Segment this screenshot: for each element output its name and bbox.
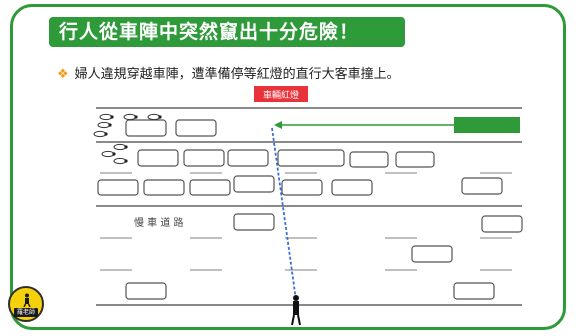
arrow-head-icon	[274, 121, 282, 129]
slide-card: 行人從車陣中突然竄出十分危險！ ❖ 婦人違規穿越車陣，遭準備停等紅燈的直行大客車撞…	[10, 4, 566, 330]
car	[97, 179, 139, 196]
logo-text: 羅老師	[14, 308, 38, 317]
car	[183, 149, 225, 167]
bus-outline	[277, 149, 345, 167]
car	[461, 177, 503, 195]
car	[453, 282, 495, 300]
car	[331, 179, 373, 196]
car	[189, 179, 231, 196]
diamond-bullet-icon: ❖	[57, 67, 69, 82]
pedestrian-icon	[291, 295, 301, 326]
car	[395, 151, 435, 168]
scooters	[93, 113, 162, 165]
pedestrian-path	[271, 127, 297, 301]
bullet-text: 婦人違規穿越車陣，遭準備停等紅燈的直行大客車撞上。	[74, 67, 400, 82]
logo-figure	[23, 293, 31, 307]
car	[481, 215, 523, 233]
scooter-icon	[101, 150, 116, 158]
car	[125, 282, 167, 300]
signal-label: 車輛紅燈	[263, 89, 299, 101]
cars	[97, 119, 523, 300]
scooter-icon	[97, 121, 112, 129]
scooter-icon	[147, 113, 162, 121]
car	[349, 151, 389, 168]
car	[233, 213, 275, 231]
car	[175, 119, 217, 137]
bus	[454, 117, 520, 133]
scooter-icon	[93, 130, 108, 138]
car	[411, 245, 453, 263]
scooter-icon	[123, 113, 138, 121]
car	[233, 175, 275, 193]
lane-lines	[96, 107, 522, 306]
car	[143, 179, 185, 196]
car	[137, 149, 179, 167]
dashed-lane-marks	[100, 172, 512, 271]
scooter-icon	[99, 113, 114, 121]
pedestrian-logo-icon: 羅老師	[8, 286, 44, 322]
scooter-icon	[113, 143, 128, 151]
scooter-icon	[113, 157, 128, 165]
bullet-line: ❖ 婦人違規穿越車陣，遭準備停等紅燈的直行大客車撞上。	[57, 63, 400, 82]
car	[227, 149, 269, 167]
car	[281, 179, 323, 196]
slide-title: 行人從車陣中突然竄出十分危險！	[49, 17, 405, 47]
signal-box	[254, 86, 308, 102]
car	[125, 119, 167, 137]
road-marking: 慢 車 道 路	[134, 216, 184, 229]
